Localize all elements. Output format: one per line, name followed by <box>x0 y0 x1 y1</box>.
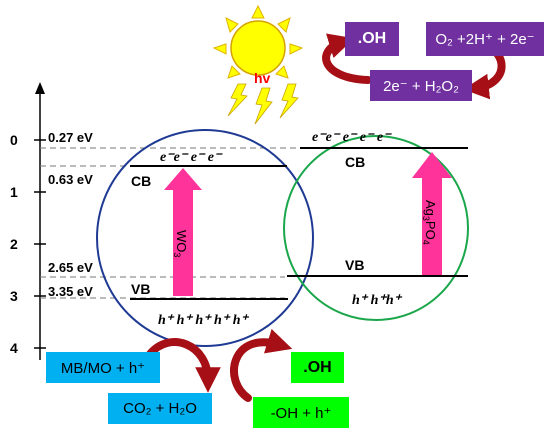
wo3-holes: h⁺ h⁺ h⁺ h⁺ h⁺ <box>158 313 249 328</box>
hydroxide-box: -OH + h⁺ <box>253 397 349 428</box>
axis-tick-label-0: 0 <box>10 132 18 148</box>
oh-radical-box-top: .OH <box>345 22 399 56</box>
light-ray-1 <box>227 83 248 117</box>
wo3-excitation-arrow <box>164 168 202 296</box>
level-label-3.35: 3.35 eV <box>48 284 93 299</box>
ag3po4-vb-label: VB <box>345 257 364 273</box>
arrow-to-oh-top <box>322 33 372 84</box>
arrow-to-oh-bottom <box>230 328 293 402</box>
axis-tick-label-3: 3 <box>10 288 18 304</box>
sun-icon <box>212 4 304 79</box>
ag3po4-holes: h⁺ h⁺h⁺ <box>352 293 403 308</box>
h2o2-box: 2e⁻ + H₂O₂ <box>370 70 472 101</box>
ag3po4-electrons: e⁻e⁻ e⁻ e⁻ e⁻ <box>312 130 392 145</box>
energy-axis: 0 1 2 3 4 <box>10 82 46 360</box>
axis-ticks <box>34 139 46 349</box>
axis-tick-label-1: 1 <box>10 184 18 200</box>
axis-tick-label-2: 2 <box>10 236 18 252</box>
ag3po4-arrow-label: Ag3PO4 <box>421 200 438 245</box>
wo3-cb-label: CB <box>131 173 151 189</box>
axis-tick-label-4: 4 <box>10 340 18 356</box>
ag3po4-cb-label: CB <box>345 154 365 170</box>
wo3-circle <box>96 129 314 347</box>
hv-label: hv <box>254 70 271 86</box>
level-label-0.63: 0.63 eV <box>48 172 93 187</box>
light-ray-icons <box>227 83 299 125</box>
wo3-vb-label: VB <box>131 281 150 297</box>
light-ray-2 <box>254 87 273 125</box>
wo3-arrow-label: WO3 <box>172 230 189 257</box>
ag3po4-excitation-arrow <box>412 152 452 275</box>
arrow-to-co2 <box>146 338 221 393</box>
axis-tick-labels: 0 1 2 3 4 <box>10 132 18 356</box>
ag3po4-circle <box>283 135 469 321</box>
level-label-2.65: 2.65 eV <box>48 260 93 275</box>
level-label-0.27: 0.27 eV <box>48 130 93 145</box>
light-ray-3 <box>279 83 299 119</box>
dye-box: MB/MO + h⁺ <box>46 352 160 383</box>
energy-axis-arrowhead <box>35 82 45 94</box>
oh-radical-box-bottom: .OH <box>291 352 344 383</box>
wo3-electrons: e⁻e⁻ e⁻ e⁻ <box>160 150 223 165</box>
co2-box: CO₂ + H₂O <box>108 393 212 424</box>
o2-reduction-box: O₂ +2H⁺ + 2e⁻ <box>426 22 544 56</box>
